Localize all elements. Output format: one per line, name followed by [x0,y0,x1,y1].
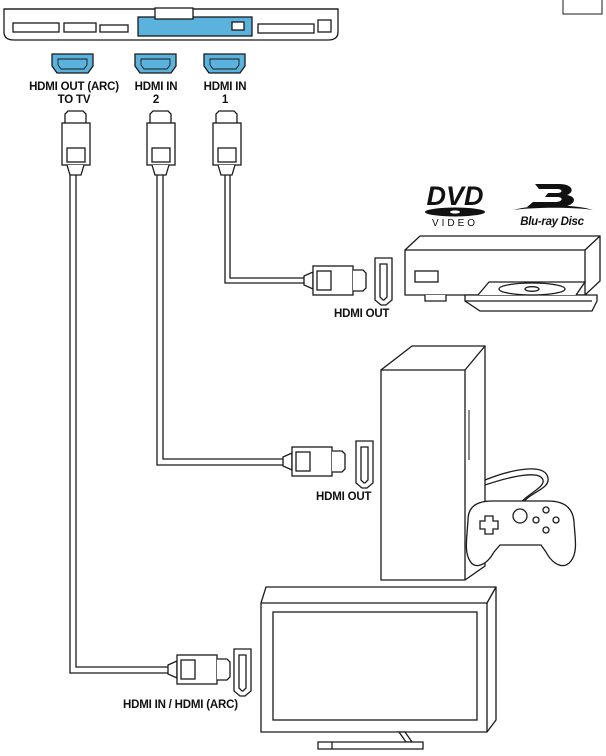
hdmi-plug-tv [167,654,231,685]
hdmi-socket-bluray [374,257,393,306]
controller-cable [484,468,549,507]
hdmi-port-in-1 [203,53,246,74]
hdmi-plug-console [282,446,346,477]
corner-mark [562,0,603,15]
disc-tray [464,281,598,312]
hdmi-port-in-2 [134,53,177,74]
label-console-hdmi-out: HDMI OUT [316,491,372,503]
cable-to-tv [69,175,168,674]
dvd-video-logo: DVD VIDEO [416,180,494,232]
dvd-logo-text: VIDEO [431,218,479,229]
hdmi-socket-tv [233,648,252,697]
label-in2-line2: 2 [152,94,160,106]
hdmi-plug-in-2 [146,110,176,176]
label-hdmi-in-2: HDMI IN 2 [124,81,188,107]
hdmi-socket-console [355,440,374,489]
label-arc-line2: TO TV [57,94,91,106]
label-in2-line1: HDMI IN [134,81,178,93]
bluray-disc-logo: Blu-ray Disc [505,180,599,232]
hdmi-port-arc [51,53,94,74]
soundbar [3,7,339,41]
label-in1-line2: 1 [221,94,229,106]
label-hdmi-out-arc: HDMI OUT (ARC) TO TV [20,81,128,107]
bluray-logo-mark [513,184,593,210]
label-arc-line1: HDMI OUT (ARC) [29,81,119,93]
dvd-logo-letters: DVD [426,181,483,211]
hdmi-plug-in-1 [212,110,242,176]
cable-to-bluray [224,175,304,284]
label-bluray-hdmi-out: HDMI OUT [334,308,390,320]
cable-to-console [156,175,283,466]
label-tv-hdmi-in-arc: HDMI IN / HDMI (ARC) [123,699,238,711]
label-in1-line1: HDMI IN [203,81,247,93]
game-controller [465,500,577,567]
game-console [380,345,486,581]
hdmi-plug-arc [61,110,91,176]
dvd-logo-mark: DVD [425,181,485,217]
hdmi-plug-bluray [303,265,367,296]
label-hdmi-in-1: HDMI IN 1 [193,81,257,107]
television [260,586,497,750]
bluray-logo-text: Blu-ray Disc [520,216,584,228]
